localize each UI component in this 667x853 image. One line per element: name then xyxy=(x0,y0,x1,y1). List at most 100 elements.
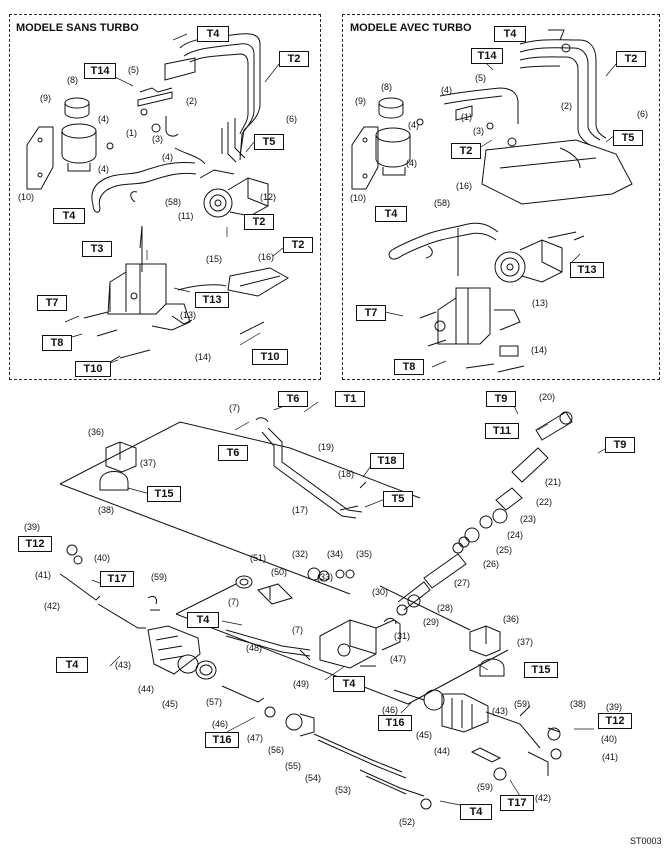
left-belt-cover-16-drawing xyxy=(177,267,289,297)
part-number: (4) xyxy=(441,85,452,95)
tag-t4: T4 xyxy=(375,206,407,222)
part-number: (4) xyxy=(408,120,419,130)
tag-t4: T4 xyxy=(56,657,88,673)
part-number: (19) xyxy=(318,442,335,452)
tag-t17: T17 xyxy=(100,571,134,587)
tag-t2: T2 xyxy=(283,237,313,253)
right-hoses-drawing xyxy=(416,29,607,146)
tag-t2: T2 xyxy=(279,51,309,67)
part-number: (18) xyxy=(338,469,355,479)
left-suction-hose-58-drawing xyxy=(91,162,197,213)
part-number: (2) xyxy=(186,96,197,106)
tag-t10: T10 xyxy=(252,349,288,365)
part-number: (36) xyxy=(503,614,520,624)
pipes-17-18-drawing xyxy=(255,417,367,519)
part-number: (58) xyxy=(434,198,451,208)
part-number: (4) xyxy=(98,164,109,174)
part-number: (3) xyxy=(152,134,163,144)
tag-t2: T2 xyxy=(616,51,646,67)
part-number: (46) xyxy=(212,719,229,729)
part-number: (37) xyxy=(517,637,534,647)
part-number: (13) xyxy=(532,298,549,308)
tag-t4: T4 xyxy=(460,804,492,820)
part-number: (33) xyxy=(317,572,334,582)
part-number: (52) xyxy=(399,817,416,827)
part-number: (32) xyxy=(292,549,309,559)
part-number: (4) xyxy=(162,152,173,162)
part-number: (10) xyxy=(350,193,367,203)
part-number: (5) xyxy=(475,73,486,83)
right-boot-and-tie-rod-drawing xyxy=(393,689,562,781)
left-reservoir-drawing xyxy=(61,97,97,172)
tag-t8: T8 xyxy=(42,335,72,351)
tag-t5: T5 xyxy=(383,491,413,507)
part-number: (13) xyxy=(180,310,197,320)
part-number: (1) xyxy=(126,128,137,138)
part-number: (41) xyxy=(35,570,52,580)
tag-t4: T4 xyxy=(197,26,229,42)
part-number: (16) xyxy=(258,252,275,262)
tag-t14: T14 xyxy=(471,48,503,64)
part-number: (20) xyxy=(539,392,556,402)
tag-t10: T10 xyxy=(75,361,111,377)
tag-t12: T12 xyxy=(598,713,632,729)
part-number: (5) xyxy=(128,65,139,75)
right-suction-hose-58-drawing xyxy=(388,222,499,260)
title-without-turbo: MODELE SANS TURBO xyxy=(16,22,139,34)
tag-t16: T16 xyxy=(205,732,239,748)
part-number: (30) xyxy=(372,587,389,597)
part-number: (46) xyxy=(382,705,399,715)
part-number: (44) xyxy=(434,746,451,756)
part-number: (36) xyxy=(88,427,105,437)
figure-code: ST0003 xyxy=(630,836,662,846)
tag-t9: T9 xyxy=(486,391,516,407)
part-number: (9) xyxy=(40,93,51,103)
part-number: (50) xyxy=(271,567,288,577)
part-number: (47) xyxy=(390,654,407,664)
tag-t15: T15 xyxy=(524,662,558,678)
part-number: (12) xyxy=(260,192,277,202)
part-number: (27) xyxy=(454,578,471,588)
part-number: (35) xyxy=(356,549,373,559)
part-number: (43) xyxy=(492,706,509,716)
part-number: (56) xyxy=(268,745,285,755)
part-number: (16) xyxy=(456,181,473,191)
part-number: (22) xyxy=(536,497,553,507)
tag-t5: T5 xyxy=(613,130,643,146)
part-number: (41) xyxy=(602,752,619,762)
part-number: (2) xyxy=(561,101,572,111)
part-number: (23) xyxy=(520,514,537,524)
part-number: (54) xyxy=(305,773,322,783)
part-number: (28) xyxy=(437,603,454,613)
tag-t4: T4 xyxy=(53,208,85,224)
tag-t7: T7 xyxy=(356,305,386,321)
tag-t18: T18 xyxy=(370,453,404,469)
part-number: (38) xyxy=(98,505,115,515)
right-bracket-10-drawing xyxy=(351,126,379,190)
part-number: (57) xyxy=(206,697,223,707)
tag-t17: T17 xyxy=(500,795,534,811)
clamp-36-37-drawing xyxy=(99,441,505,677)
part-number: (43) xyxy=(115,660,132,670)
part-number: (39) xyxy=(606,702,623,712)
part-number: (45) xyxy=(416,730,433,740)
part-number: (25) xyxy=(496,545,513,555)
part-number: (45) xyxy=(162,699,179,709)
fitting-parts-drawing xyxy=(225,567,355,661)
part-number: (31) xyxy=(394,631,411,641)
left-pump-drawing xyxy=(199,169,269,218)
part-number: (53) xyxy=(335,785,352,795)
left-pipe-bracket-drawing xyxy=(106,87,206,165)
part-number: (9) xyxy=(355,96,366,106)
tag-t4: T4 xyxy=(333,676,365,692)
tag-t5: T5 xyxy=(254,134,284,150)
tag-t6: T6 xyxy=(278,391,308,407)
title-with-turbo: MODELE AVEC TURBO xyxy=(350,22,472,34)
part-number: (14) xyxy=(195,352,212,362)
part-number: (7) xyxy=(292,625,303,635)
part-number: (7) xyxy=(229,403,240,413)
tag-t16: T16 xyxy=(378,715,412,731)
right-bolt-drawings xyxy=(419,231,577,373)
